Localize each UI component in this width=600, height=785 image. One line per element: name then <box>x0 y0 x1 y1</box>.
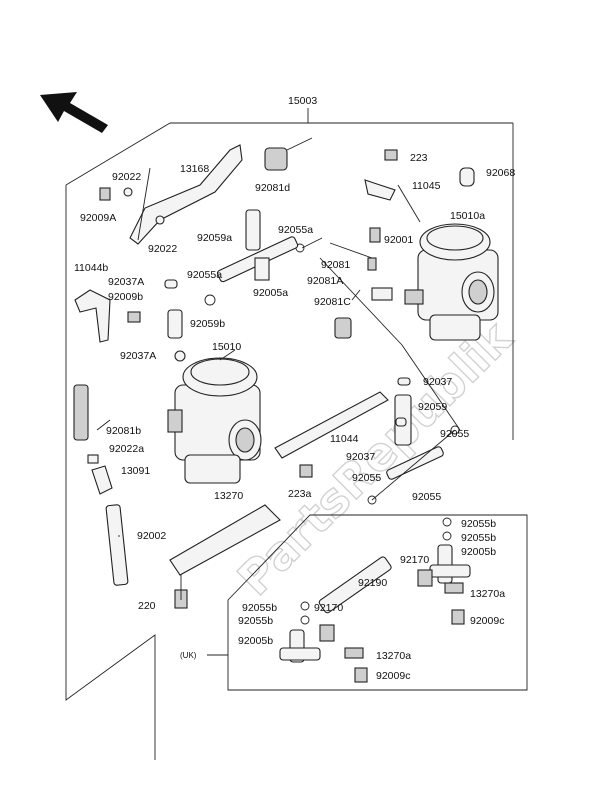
label-92170-r: 92170 <box>400 554 429 566</box>
label-92005a: 92005a <box>253 287 288 299</box>
label-92022a: 92022a <box>109 443 144 455</box>
assembly-frame <box>65 108 514 760</box>
label-92055b-2: 92055b <box>461 532 496 544</box>
label-92059: 92059 <box>418 401 447 413</box>
label-220: 220 <box>138 600 156 612</box>
label-13270: 13270 <box>214 490 243 502</box>
label-11044b: 11044b <box>74 262 108 274</box>
label-92081b: 92081b <box>106 425 141 437</box>
label-92190: 92190 <box>358 577 387 589</box>
label-92081A: 92081A <box>307 275 343 287</box>
small-fasteners-top <box>99 149 475 243</box>
label-223: 223 <box>410 152 428 164</box>
label-223a: 223a <box>288 488 312 500</box>
label-92022-mid: 92022 <box>148 243 177 255</box>
label-92055a-left: 92055a <box>187 269 222 281</box>
label-uk: (UK) <box>180 651 197 660</box>
uk-parts <box>279 517 471 683</box>
label-92009c-r: 92009c <box>470 615 504 627</box>
label-15010: 15010 <box>212 341 241 353</box>
label-15003: 15003 <box>288 95 317 107</box>
label-11045: 11045 <box>412 180 441 192</box>
uk-subassembly-box <box>207 514 528 691</box>
label-92009c-l: 92009c <box>376 670 410 682</box>
bracket-11044b <box>74 279 186 362</box>
label-92009b: 92009b <box>108 291 143 303</box>
label-92005b-r: 92005b <box>461 546 496 558</box>
label-92068: 92068 <box>486 167 515 179</box>
bracket-11044 <box>274 377 460 505</box>
left-spring-screws <box>73 384 129 586</box>
label-92002: 92002 <box>137 530 166 542</box>
label-13168: 13168 <box>180 163 209 175</box>
label-92081: 92081 <box>321 259 350 271</box>
spring-92081d <box>264 137 313 171</box>
link-rod-13168 <box>129 144 243 245</box>
label-92081d: 92081d <box>255 182 290 194</box>
label-92055b-3: 92055b <box>242 602 277 614</box>
label-13270a-l: 13270a <box>376 650 411 662</box>
front-direction-arrow-icon <box>40 92 108 133</box>
label-92059a: 92059a <box>197 232 232 244</box>
label-92037A-top: 92037A <box>108 276 144 288</box>
label-13270a-r: 13270a <box>470 588 505 600</box>
label-92055b-1: 92055b <box>461 518 496 530</box>
label-92055-bot: 92055 <box>412 491 441 503</box>
label-92037-mid: 92037 <box>346 451 375 463</box>
label-92037A-mid: 92037A <box>120 350 156 362</box>
label-92081C: 92081C <box>314 296 351 308</box>
label-92055a-top: 92055a <box>278 224 313 236</box>
label-92055b-4: 92055b <box>238 615 273 627</box>
label-92001: 92001 <box>384 234 413 246</box>
label-92009A: 92009A <box>80 212 116 224</box>
label-13091: 13091 <box>121 465 150 477</box>
label-92170-l: 92170 <box>314 602 343 614</box>
label-92055-mid: 92055 <box>352 472 381 484</box>
leader-lines <box>96 167 461 600</box>
label-92037: 92037 <box>423 376 452 388</box>
carburetor-15010a <box>404 223 499 341</box>
pipe-fittings-top <box>204 209 393 339</box>
part-labels: 15003 13168 92022 92009A 92022 92081d 22… <box>74 95 515 682</box>
label-92005b-l: 92005b <box>238 635 273 647</box>
label-92055-right: 92055 <box>440 428 469 440</box>
carburetor-15010 <box>167 357 262 484</box>
label-92022-top: 92022 <box>112 171 141 183</box>
label-92059b: 92059b <box>190 318 225 330</box>
label-11044: 11044 <box>330 433 359 445</box>
label-15010a: 15010a <box>450 210 485 222</box>
